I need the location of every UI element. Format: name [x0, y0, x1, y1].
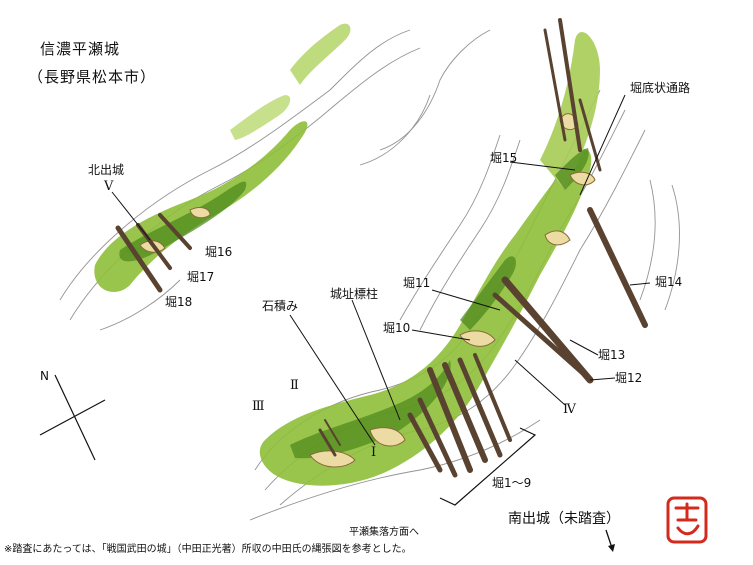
label-roman-v: Ⅴ: [104, 179, 114, 194]
leader-lines: [111, 94, 651, 446]
label-hori18: 堀18: [165, 295, 193, 309]
vegetation: [94, 23, 600, 486]
label-roman-i: Ⅰ: [371, 445, 377, 460]
label-hori14: 堀14: [655, 275, 683, 289]
label-hori-1-9: 堀1～9: [492, 476, 532, 490]
label-hori10: 堀10: [383, 321, 411, 335]
label-ishizumi: 石積み: [262, 299, 299, 313]
label-hori13: 堀13: [598, 348, 626, 362]
label-roman-ii: Ⅱ: [290, 378, 299, 393]
north-label: N: [40, 369, 49, 383]
label-shiseki: 城址標柱: [330, 287, 379, 301]
south-arrow: [605, 529, 613, 549]
label-hori16: 堀16: [205, 245, 233, 259]
label-roman-iv: Ⅳ: [563, 402, 576, 417]
label-minamide: 南出城（未踏査）: [508, 511, 620, 527]
map-location: （長野県松本市）: [28, 68, 157, 86]
trenches: [115, 18, 648, 478]
south-arrow-head: [608, 544, 615, 552]
footnote: ※踏査にあたっては、「戦国武田の城」（中田正光著）所収の中田氏の縄張図を参考とし…: [4, 544, 412, 555]
label-horizoko: 堀底状通路: [630, 81, 691, 95]
label-hori15: 堀15: [490, 151, 518, 165]
map-title: 信濃平瀬城: [40, 40, 121, 58]
label-kitade: 北出城: [88, 163, 125, 177]
label-hori12: 堀12: [615, 371, 643, 385]
label-roman-iii: Ⅲ: [252, 399, 265, 414]
label-hori11: 堀11: [403, 276, 431, 290]
label-hori17: 堀17: [187, 270, 215, 284]
north-arrow: [39, 374, 106, 461]
label-hirase: 平瀬集落方面へ: [349, 527, 419, 538]
seal-icon: [666, 496, 708, 544]
bracket-hori-1-9: [439, 427, 537, 506]
